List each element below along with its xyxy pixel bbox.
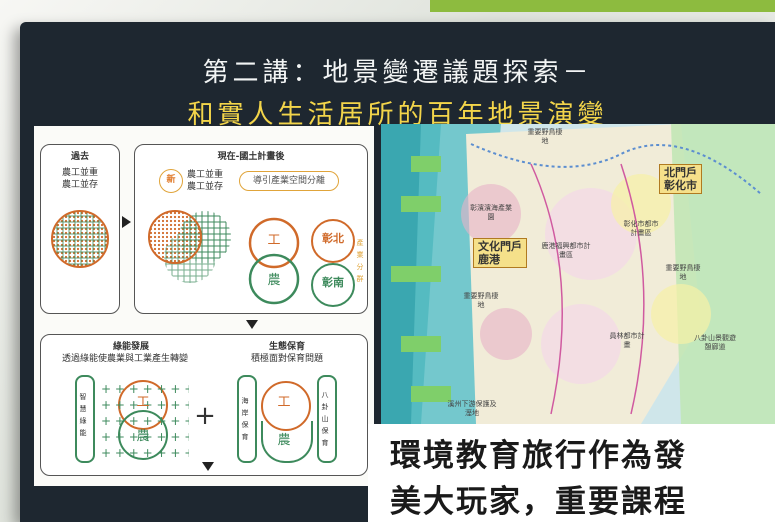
eco-sub: 積極面對保育問題 <box>250 354 323 364</box>
industry-agri-circles <box>248 217 300 305</box>
separated-land-circles <box>148 210 231 283</box>
north-gate-text: 北門戶 <box>664 166 697 179</box>
new-badge-label: 新 <box>166 175 176 185</box>
map-graphic <box>381 124 775 424</box>
map-label-park: 彰濱濱海產業園 <box>470 204 512 221</box>
culture-gate-label: 文化門戶鹿港 <box>473 238 527 268</box>
svg-text:+ + + + + + +: + + + + + + + <box>101 414 189 428</box>
guide-pill: 導引產業空間分離 <box>239 171 339 191</box>
agri-label: 農 <box>267 273 281 288</box>
culture-gate-text: 文化門戶 <box>478 240 522 253</box>
past-box: 過去 農工並重 農工並存 <box>40 144 120 314</box>
cluster-side-label: 產業分群 <box>356 239 364 283</box>
green-header: 綠能發展 <box>112 342 149 352</box>
new-badge <box>159 169 183 193</box>
culture-city-text: 鹿港 <box>478 253 500 266</box>
green-grid-circles: + + + + + + + + + + + + + + + + + + + + … <box>101 380 189 460</box>
arrow-down-icon-2 <box>202 462 214 471</box>
changnan-label: 彰南 <box>322 276 344 289</box>
map-label-bird2: 重要野鳥棲地 <box>463 292 499 309</box>
map-label-xizhou: 溪州下游保護及溼地 <box>447 400 497 417</box>
map-label-lukang: 鹿港福興都市計畫區 <box>541 242 591 259</box>
eco-industry-label: 工 <box>277 395 291 410</box>
land-use-diagram: 過去 農工並重 農工並存 現在-國土計畫後 新 農工並重 農工並存 導引產業空間… <box>34 126 374 486</box>
changbei-circle <box>311 219 355 263</box>
present-header: 現在-國土計畫後 <box>217 152 285 162</box>
smart-green-bar <box>75 375 95 463</box>
eco-agri-label: 農 <box>277 433 291 448</box>
eco-agri-shape <box>261 421 313 463</box>
svg-text:+ + + + + + +: + + + + + + + <box>101 382 189 396</box>
north-gate-label: 北門戶彰化市 <box>659 164 702 194</box>
future-box: 綠能發展 透過綠能使農業與工業產生轉變 生態保育 積極面對保育問題 智慧綠能 +… <box>40 334 368 476</box>
mixed-land-circle <box>51 210 109 268</box>
past-sub2: 農工並存 <box>61 180 98 190</box>
green-agri-label: 農 <box>136 429 150 444</box>
past-sub1: 農工並重 <box>61 168 98 178</box>
present-sub1: 農工並重 <box>187 170 224 180</box>
svg-text:+ + + + + + +: + + + + + + + <box>101 446 189 460</box>
baguashan-label: 八卦山保育 <box>321 391 329 447</box>
caption-box: 環境教育旅行作為發 美大玩家，重要課程 <box>368 424 775 522</box>
map-label-changhua: 彰化市都市計畫區 <box>623 220 659 237</box>
caption-line2: 美大玩家，重要課程 <box>390 484 687 520</box>
eco-header: 生態保育 <box>268 342 305 352</box>
coast-bar <box>237 375 257 463</box>
changnan-circle <box>311 263 355 307</box>
map-label-baguashan: 八卦山景觀遊憩廊道 <box>694 334 736 351</box>
changhua-map: 北門戶彰化市 文化門戶鹿港 重要野鳥棲地 彰濱濱海產業園 重要野鳥棲地 重要野鳥… <box>381 124 775 424</box>
coast-label: 海岸保育 <box>241 397 249 441</box>
green-sub: 透過綠能使農業與工業產生轉變 <box>61 354 188 364</box>
arrow-down-icon <box>246 320 258 329</box>
svg-text:+ + + + + + +: + + + + + + + <box>101 398 189 412</box>
svg-text:+ + + + + + +: + + + + + + + <box>101 430 189 444</box>
past-header: 過去 <box>70 152 89 162</box>
plus-sign: + <box>194 401 216 431</box>
baguashan-bar <box>317 375 337 463</box>
accent-bar <box>430 0 775 12</box>
caption-line1: 環境教育旅行作為發 <box>390 438 687 474</box>
map-label-yuanlin: 員林都市計畫 <box>609 332 645 349</box>
slide-title: 第二講：地景變遷議題探索－ <box>202 58 593 88</box>
green-industry-label: 工 <box>136 395 150 410</box>
present-box: 現在-國土計畫後 新 農工並重 農工並存 導引產業空間分離 工 農 彰北 彰南 … <box>134 144 368 314</box>
present-sub2: 農工並存 <box>187 182 224 192</box>
changbei-label: 彰北 <box>322 232 344 245</box>
smart-green-label: 智慧綠能 <box>79 393 87 437</box>
arrow-right-icon <box>122 216 131 228</box>
map-label-bird3: 重要野鳥棲地 <box>665 264 701 281</box>
north-city-text: 彰化市 <box>664 179 697 192</box>
eco-industry-circle <box>261 381 311 431</box>
map-label-bird1: 重要野鳥棲地 <box>527 128 563 145</box>
industry-label: 工 <box>267 233 281 248</box>
